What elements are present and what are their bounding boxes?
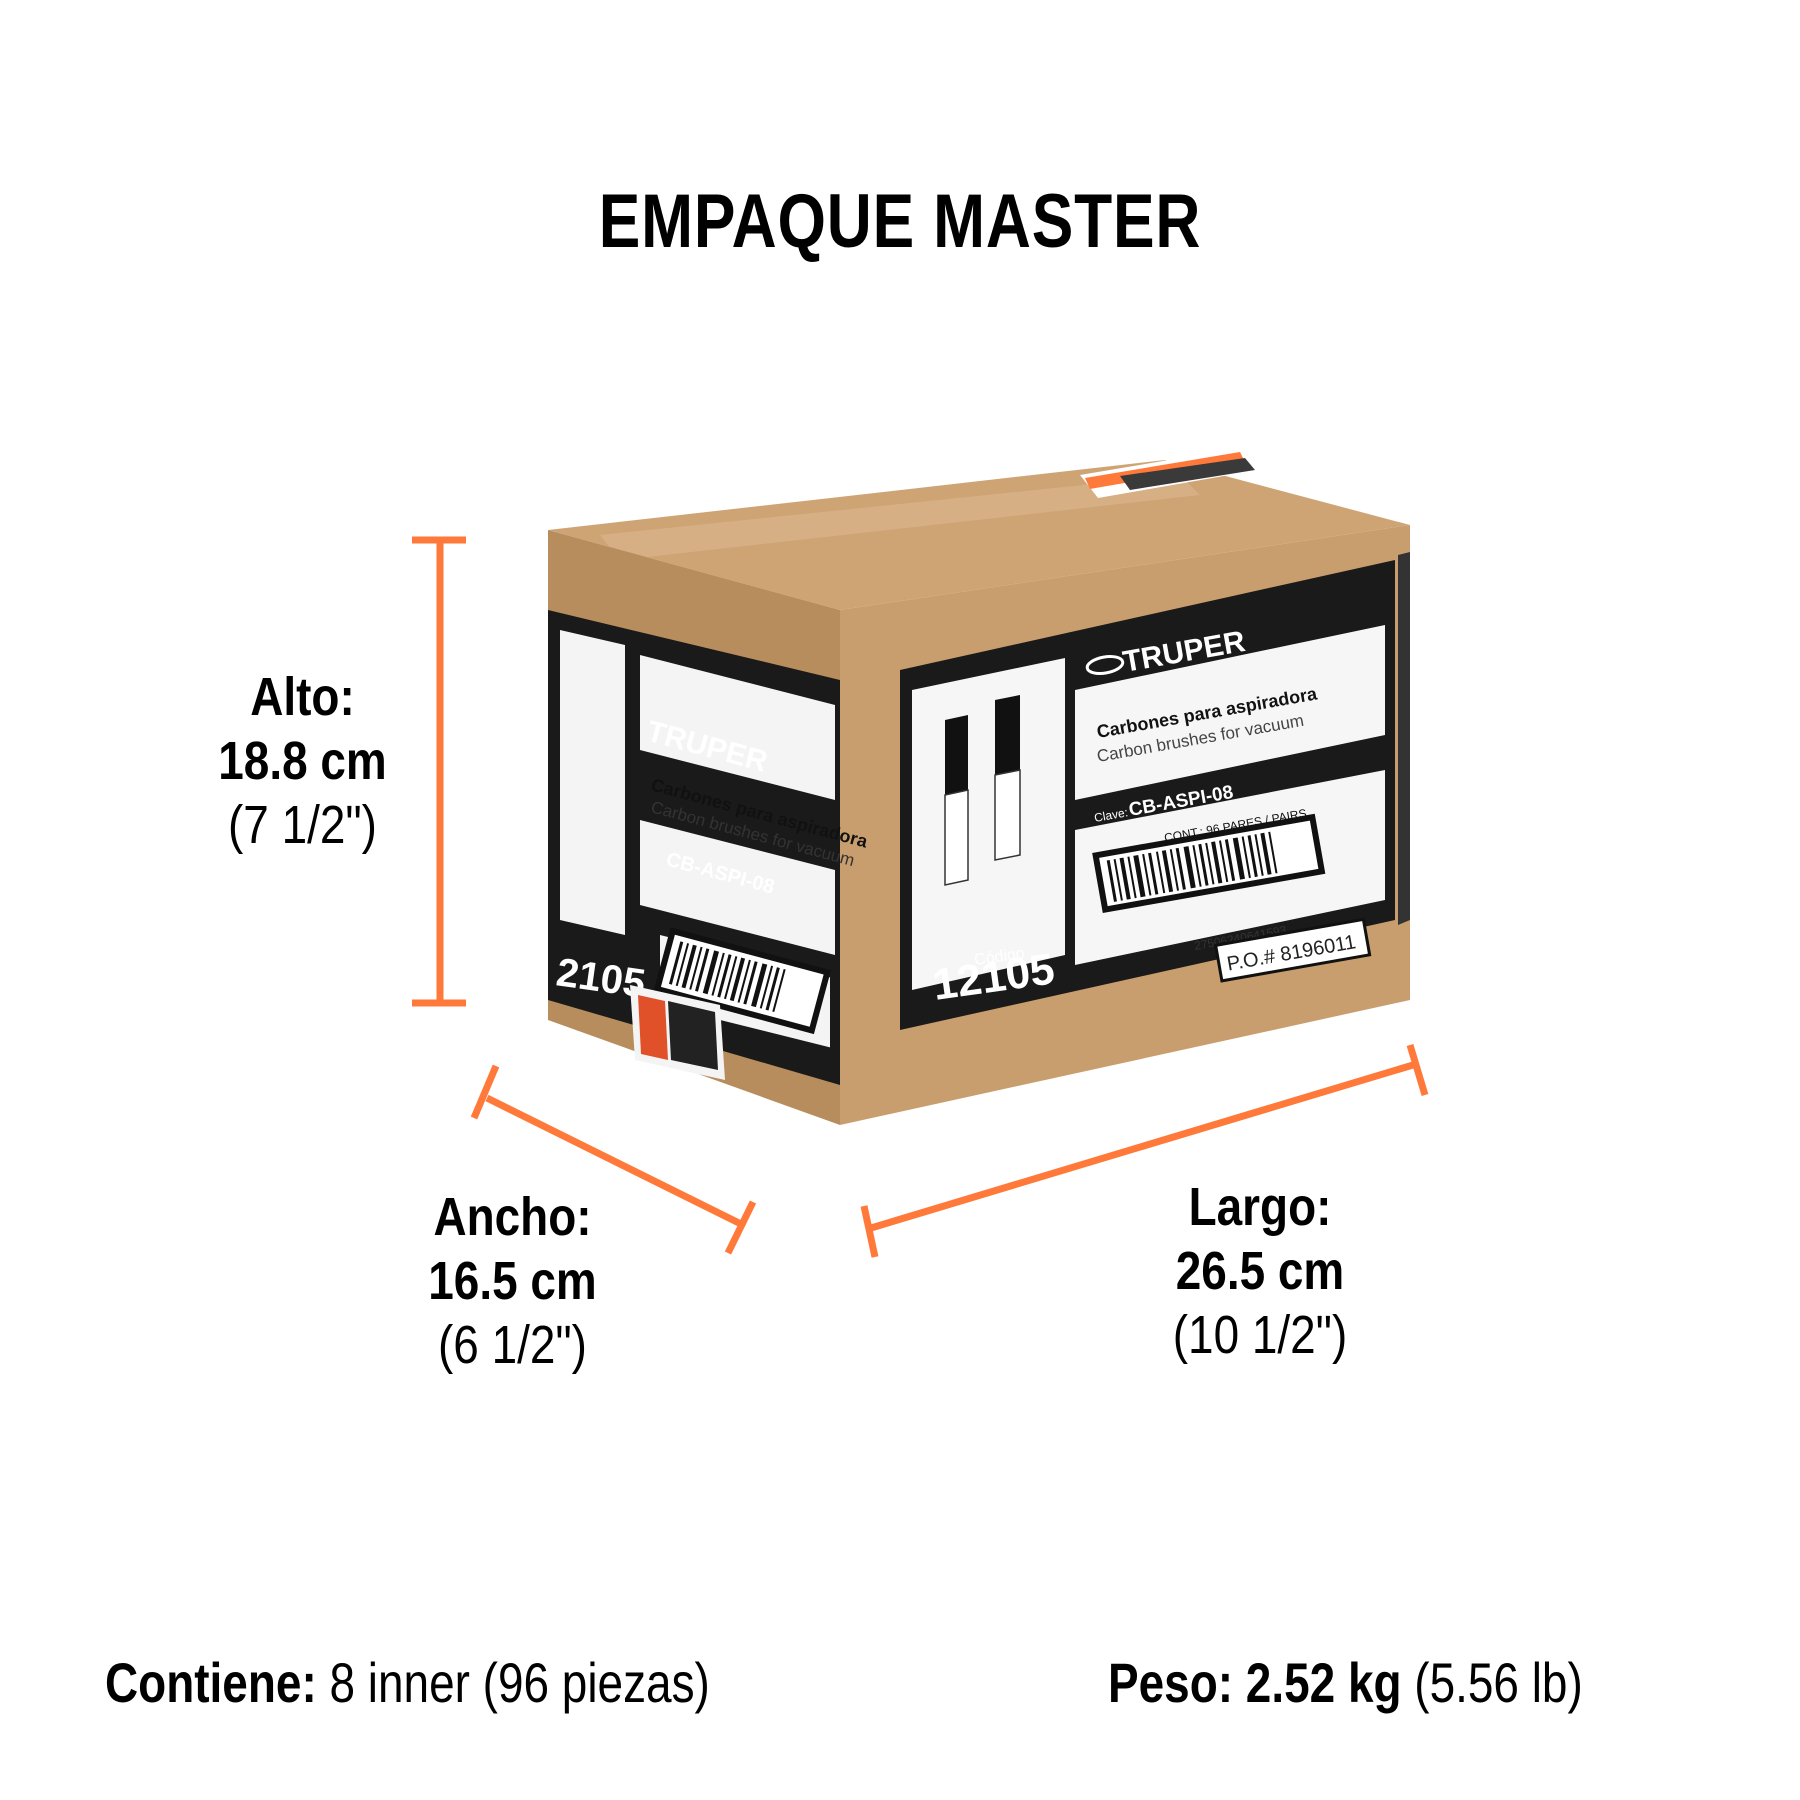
ancho-label: Ancho: bbox=[433, 1187, 592, 1247]
front-barcode bbox=[1092, 813, 1326, 914]
po-box: P.O.# 8196011 bbox=[1213, 917, 1372, 983]
ancho-dimension: Ancho: 16.5 cm (6 1/2") bbox=[380, 1185, 645, 1377]
side-barcode bbox=[653, 927, 831, 1035]
dimension-lines bbox=[412, 536, 1429, 1258]
alto-imperial: (7 1/2") bbox=[228, 795, 377, 855]
largo-imperial: (10 1/2") bbox=[1172, 1305, 1348, 1365]
front-label: Código 12105 TRUPER Carbones para aspira… bbox=[900, 560, 1395, 1030]
largo-metric: 26.5 cm bbox=[1175, 1241, 1345, 1301]
alto-dimension: Alto: 18.8 cm (7 1/2") bbox=[170, 665, 435, 857]
ancho-metric: 16.5 cm bbox=[428, 1251, 597, 1311]
weight-info: Peso: 2.52 kg (5.56 lb) bbox=[1108, 1650, 1583, 1715]
codigo-label: Código bbox=[973, 945, 1026, 969]
largo-dimension: Largo: 26.5 cm (10 1/2") bbox=[1120, 1175, 1400, 1367]
brush-pair-icon bbox=[944, 695, 1021, 886]
contains-value: 8 inner (96 piezas) bbox=[329, 1651, 710, 1714]
alto-label: Alto: bbox=[250, 667, 355, 727]
truper-logo-icon bbox=[1085, 655, 1125, 675]
weight-label: Peso: bbox=[1108, 1651, 1234, 1714]
contains-info: Contiene: 8 inner (96 piezas) bbox=[105, 1650, 710, 1715]
contains-label: Contiene: bbox=[105, 1651, 317, 1714]
largo-label: Largo: bbox=[1188, 1177, 1332, 1237]
alto-line bbox=[412, 536, 466, 1007]
ancho-imperial: (6 1/2") bbox=[438, 1315, 587, 1375]
page-title: EMPAQUE MASTER bbox=[598, 179, 1202, 264]
ancho-line bbox=[470, 1064, 757, 1255]
weight-value: 2.52 kg bbox=[1245, 1651, 1402, 1714]
top-sticker bbox=[1080, 448, 1258, 498]
weight-imperial: (5.56 lb) bbox=[1414, 1651, 1583, 1714]
largo-line bbox=[860, 1043, 1429, 1258]
clave-label: Clave: bbox=[1093, 805, 1129, 825]
alto-metric: 18.8 cm bbox=[218, 731, 387, 791]
box-top-face bbox=[548, 460, 1410, 610]
